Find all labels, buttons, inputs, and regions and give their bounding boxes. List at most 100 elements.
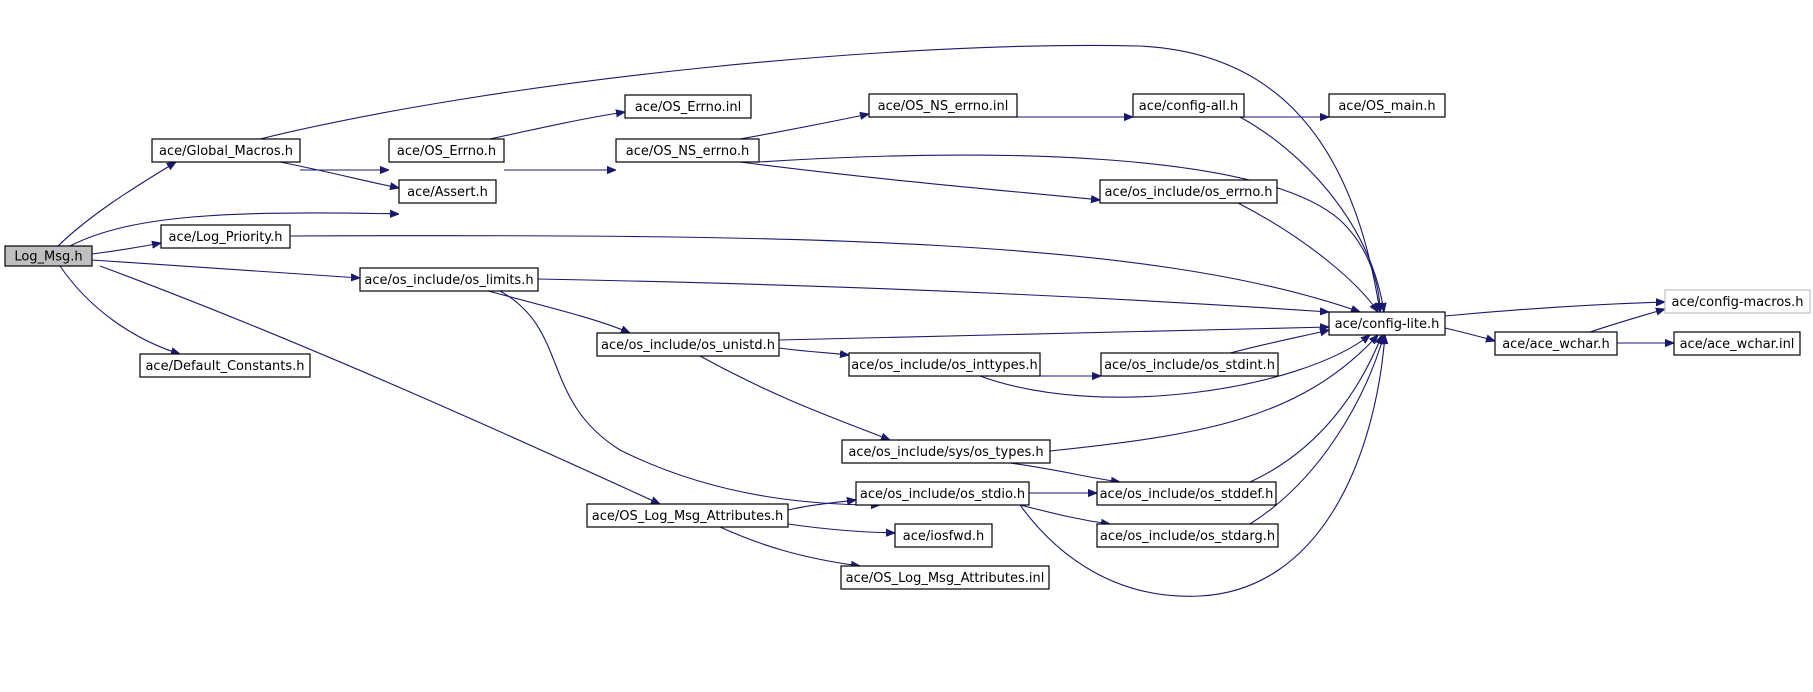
edge-os-ns-errno-h-to-os-include-os-errno	[739, 161, 1100, 200]
node-os-stddef[interactable]: ace/os_include/os_stddef.h	[1096, 481, 1277, 506]
node-box[interactable]	[139, 353, 311, 378]
node-box[interactable]	[1099, 179, 1278, 204]
node-label: ace/OS_Errno.inl	[635, 100, 741, 115]
node-os-stdint[interactable]: ace/os_include/os_stdint.h	[1100, 352, 1279, 377]
node-os-inttypes[interactable]: ace/os_include/os_inttypes.h	[848, 352, 1041, 377]
node-log-msg[interactable]: Log_Msg.h	[4, 245, 93, 267]
node-label: ace/Global_Macros.h	[159, 144, 293, 159]
node-box[interactable]	[1673, 331, 1801, 356]
node-label: ace/os_include/sys/os_types.h	[848, 445, 1043, 460]
node-ace-wchar-h[interactable]: ace/ace_wchar.h	[1494, 331, 1618, 356]
node-box[interactable]	[848, 352, 1041, 377]
node-box[interactable]	[388, 138, 505, 163]
node-os-log-msg-attr-inl[interactable]: ace/OS_Log_Msg_Attributes.inl	[840, 565, 1050, 590]
node-box[interactable]	[1096, 481, 1277, 506]
node-box[interactable]	[841, 439, 1051, 464]
node-box[interactable]	[840, 565, 1050, 590]
edge-global-macros-to-config-lite	[259, 44, 1380, 312]
node-box[interactable]	[160, 224, 291, 249]
node-box[interactable]	[855, 481, 1030, 506]
node-os-stdio[interactable]: ace/os_include/os_stdio.h	[855, 481, 1030, 506]
node-config-macros[interactable]: ace/config-macros.h	[1664, 289, 1811, 314]
edge-os-limits-to-os-stdio	[499, 290, 880, 505]
node-box[interactable]	[1664, 289, 1811, 314]
node-label: ace/OS_main.h	[1338, 99, 1435, 114]
node-config-all[interactable]: ace/config-all.h	[1132, 93, 1245, 118]
node-os-main[interactable]: ace/OS_main.h	[1328, 93, 1446, 118]
edge-os-ns-errno-h-to-config-lite	[758, 154, 1380, 312]
edge-os-stdint-to-config-lite	[1229, 330, 1329, 354]
node-os-include-os-errno[interactable]: ace/os_include/os_errno.h	[1099, 179, 1278, 204]
edge-log-priority-to-config-lite	[289, 235, 1360, 312]
node-box[interactable]	[586, 503, 789, 528]
edge-config-all-to-config-lite	[1239, 116, 1384, 312]
node-os-errno-h[interactable]: ace/OS_Errno.h	[388, 138, 505, 163]
node-config-lite[interactable]: ace/config-lite.h	[1328, 311, 1446, 336]
node-label: ace/os_include/os_stdio.h	[860, 487, 1025, 502]
node-label: ace/os_include/os_stdarg.h	[1100, 529, 1275, 544]
edge-os-log-msg-attr-h-to-os-log-msg-attr-inl	[719, 526, 860, 566]
edge-config-lite-to-config-macros	[1444, 302, 1665, 317]
node-box[interactable]	[398, 179, 497, 204]
node-os-errno-inl[interactable]: ace/OS_Errno.inl	[624, 94, 752, 119]
node-label: ace/OS_Log_Msg_Attributes.inl	[846, 571, 1045, 586]
node-sys-os-types[interactable]: ace/os_include/sys/os_types.h	[841, 439, 1051, 464]
edge-os-log-msg-attr-h-to-os-stdio	[787, 500, 856, 511]
node-box[interactable]	[624, 94, 752, 119]
node-label: ace/os_include/os_errno.h	[1105, 185, 1273, 200]
edge-os-unistd-to-config-lite	[778, 327, 1329, 341]
node-box[interactable]	[615, 138, 760, 163]
edge-os-unistd-to-sys-os-types	[699, 355, 890, 441]
node-label: ace/os_include/os_limits.h	[364, 273, 533, 288]
node-os-log-msg-attr-h[interactable]: ace/OS_Log_Msg_Attributes.h	[586, 503, 789, 528]
edge-sys-os-types-to-config-lite	[1049, 335, 1378, 452]
node-box[interactable]	[1100, 352, 1279, 377]
node-os-limits[interactable]: ace/os_include/os_limits.h	[359, 267, 539, 292]
node-label: ace/Default_Constants.h	[145, 359, 304, 374]
edge-os-limits-to-config-lite	[537, 278, 1329, 312]
node-box[interactable]	[151, 138, 301, 163]
node-label: ace/OS_Errno.h	[397, 144, 496, 159]
node-box[interactable]	[1328, 311, 1446, 336]
edge-os-inttypes-to-config-lite	[979, 335, 1370, 398]
node-box[interactable]	[596, 332, 780, 357]
node-os-unistd[interactable]: ace/os_include/os_unistd.h	[596, 332, 780, 357]
node-label: ace/ace_wchar.h	[1502, 337, 1610, 352]
node-label: ace/iosfwd.h	[903, 529, 984, 544]
edge-os-errno-h-to-os-errno-inl	[489, 112, 625, 140]
node-label: ace/Log_Priority.h	[169, 230, 283, 245]
node-label: ace/ace_wchar.inl	[1680, 337, 1795, 352]
node-os-ns-errno-inl[interactable]: ace/OS_NS_errno.inl	[868, 93, 1018, 118]
node-os-ns-errno-h[interactable]: ace/OS_NS_errno.h	[615, 138, 760, 163]
node-label: ace/config-macros.h	[1672, 295, 1804, 310]
node-label: ace/OS_NS_errno.inl	[878, 99, 1009, 114]
node-box[interactable]	[894, 523, 993, 548]
node-label: Log_Msg.h	[14, 250, 82, 265]
edge-os-limits-to-os-unistd	[487, 290, 630, 334]
node-box[interactable]	[1132, 93, 1245, 118]
node-box[interactable]	[359, 267, 539, 292]
node-assert[interactable]: ace/Assert.h	[398, 179, 497, 204]
edge-os-stddef-to-config-lite	[1249, 335, 1383, 483]
node-box[interactable]	[4, 245, 93, 267]
node-box[interactable]	[1328, 93, 1446, 118]
node-label: ace/config-all.h	[1139, 99, 1239, 114]
edge-log-msg-to-os-limits	[91, 259, 360, 278]
node-default-constants[interactable]: ace/Default_Constants.h	[139, 353, 311, 378]
node-global-macros[interactable]: ace/Global_Macros.h	[151, 138, 301, 163]
node-log-priority[interactable]: ace/Log_Priority.h	[160, 224, 291, 249]
node-os-stdarg[interactable]: ace/os_include/os_stdarg.h	[1096, 523, 1279, 548]
edge-os-stdio-to-config-lite	[1019, 335, 1385, 597]
node-iosfwd[interactable]: ace/iosfwd.h	[894, 523, 993, 548]
node-ace-wchar-inl[interactable]: ace/ace_wchar.inl	[1673, 331, 1801, 356]
node-label: ace/OS_NS_errno.h	[626, 144, 750, 159]
node-label: ace/os_include/os_inttypes.h	[851, 358, 1038, 373]
edge-log-msg-to-assert	[69, 213, 399, 247]
edge-sys-os-types-to-os-stddef	[1009, 462, 1120, 482]
edge-os-ns-errno-h-to-os-ns-errno-inl	[739, 114, 869, 140]
node-box[interactable]	[868, 93, 1018, 118]
node-box[interactable]	[1096, 523, 1279, 548]
node-label: ace/os_include/os_stdint.h	[1104, 358, 1275, 373]
node-label: ace/os_include/os_unistd.h	[601, 338, 775, 353]
node-box[interactable]	[1494, 331, 1618, 356]
